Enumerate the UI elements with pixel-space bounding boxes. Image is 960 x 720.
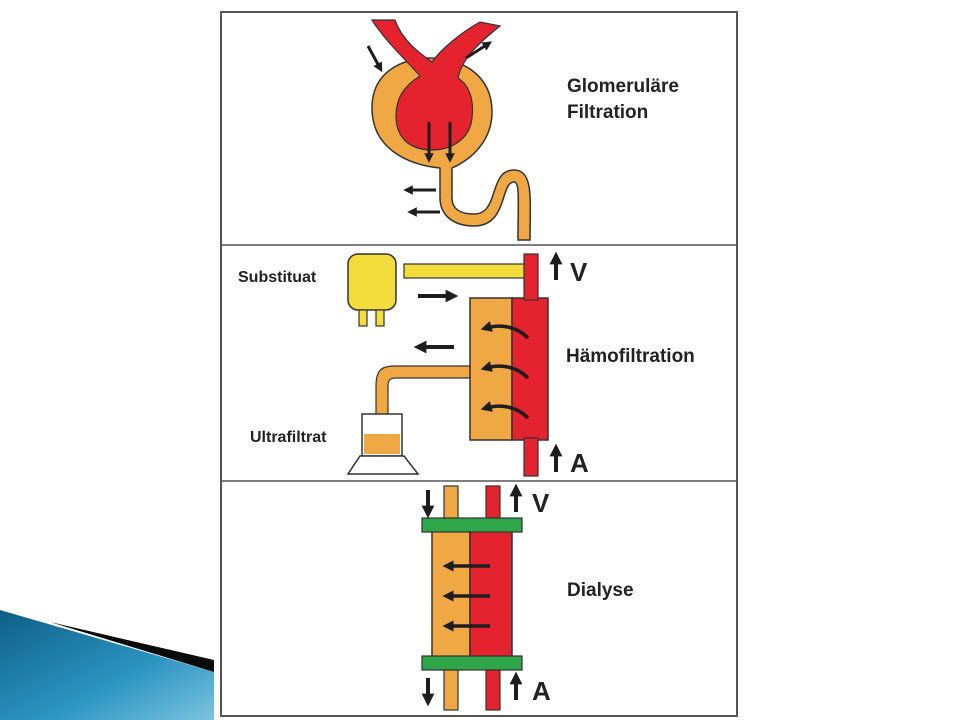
dialysate-line-top <box>443 485 459 521</box>
inflow-arrow <box>366 45 383 73</box>
filtration-curve-arrow-1 <box>480 321 530 340</box>
slide-accent-shape <box>0 610 214 720</box>
haemofilter-filtrate-side <box>469 297 513 441</box>
blood-line-bottom <box>485 669 501 711</box>
substituat-label: Substituat <box>238 269 317 286</box>
glomerular-title-line1: Glomeruläre <box>567 76 679 97</box>
haemofiltration-title: Hämofiltration <box>566 346 695 367</box>
haemofiltration-panel: V A Substituat Ultrafiltrat Hämofiltrati… <box>238 251 695 478</box>
dialyzer-clamp-bottom <box>421 655 523 671</box>
outflow-arrow <box>465 41 493 60</box>
dialyzer-clamp-top <box>421 517 523 533</box>
dialysis-panel: V A Dialyse <box>421 483 634 711</box>
dialyzer-dialysate-side <box>431 529 471 659</box>
substituat-bag-port-right <box>375 309 385 327</box>
dialysis-venous-label: V <box>532 488 550 518</box>
dialysis-arterial-label: A <box>532 676 551 706</box>
ultrafiltrat-vessel <box>346 413 420 475</box>
filtration-curve-arrow-3 <box>480 401 530 420</box>
dialysis-title: Dialyse <box>567 580 634 601</box>
substituat-bag <box>347 253 397 311</box>
haemofiltration-arterial-label: A <box>570 448 589 478</box>
dialyzer-blood-side <box>469 529 513 659</box>
filtration-curve-arrow-2 <box>480 361 530 380</box>
glomerulus-panel: Glomeruläre Filtration <box>366 19 679 241</box>
substituat-line <box>403 263 527 279</box>
dialysate-line-bottom <box>443 669 459 711</box>
blood-line-venous <box>523 253 539 301</box>
ultrafiltrat-label: Ultrafiltrat <box>250 429 327 446</box>
blood-line-top <box>485 485 501 521</box>
glomerular-title-line2: Filtration <box>567 102 648 123</box>
substituat-bag-port-left <box>358 309 368 327</box>
glomerular-capillary <box>370 19 502 151</box>
haemofiltration-venous-label: V <box>570 257 588 287</box>
blood-line-arterial <box>523 437 539 477</box>
